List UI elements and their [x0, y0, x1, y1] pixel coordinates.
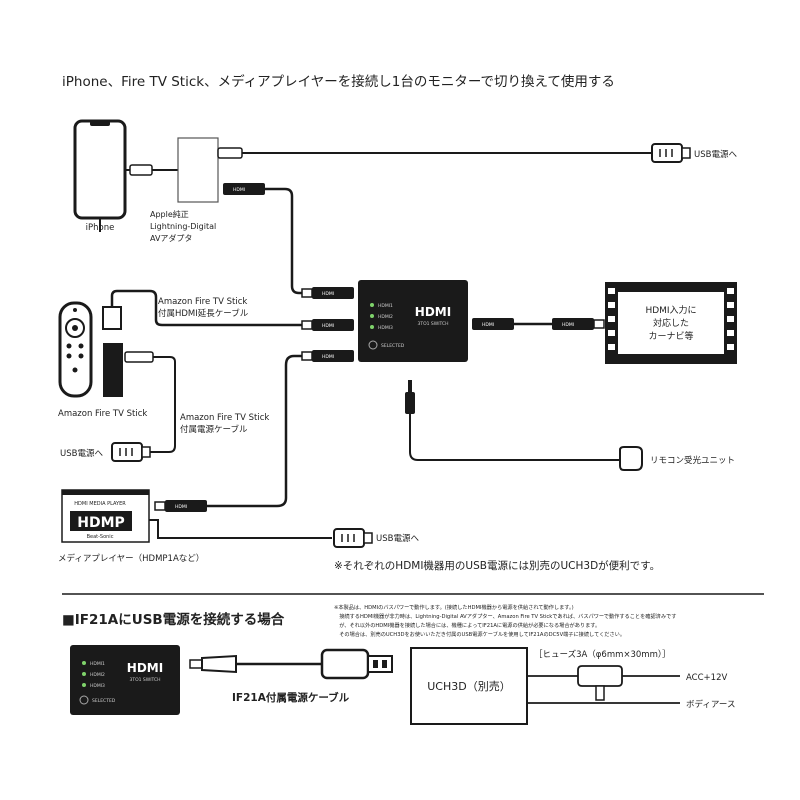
media-player — [61, 489, 150, 543]
usb-plug-fire — [111, 442, 151, 462]
switch-in3: HDMI3 — [378, 325, 393, 331]
usb-power-2: USB電源へ — [60, 449, 103, 459]
fine-print-4: その場合は、別売のUCH3Dをお使いいただき付属のUSB電源ケーブルを使用してI… — [334, 630, 625, 638]
fire-power-cable-2: 付属電源ケーブル — [180, 424, 248, 435]
switch-small-in3: HDMI3 — [90, 683, 105, 689]
hdmi-plug-label: HDMI — [233, 187, 245, 193]
adapter-usb-plug — [217, 147, 243, 159]
adapter-label-1: Apple純正 — [150, 209, 189, 219]
fire-remote — [58, 301, 93, 398]
hdmi-plug-label: HDMI — [562, 322, 574, 328]
uch3d-box — [410, 647, 528, 725]
monitor-label-2: 対応した — [653, 317, 689, 329]
switch-sub: 3TO1 SWITCH — [417, 321, 448, 327]
switch-in1: HDMI1 — [378, 303, 393, 309]
hdmi-switch-small — [70, 645, 180, 715]
usb-plug-media — [333, 528, 373, 548]
media-player-logo: HDMP — [77, 515, 125, 531]
fire-stick-label: Amazon Fire TV Stick — [58, 409, 147, 419]
fire-stick — [102, 306, 123, 397]
switch-small-selected: SELECTED — [92, 698, 116, 704]
monitor-label-3: カーナビ等 — [648, 330, 693, 342]
lightning-plug — [129, 164, 153, 176]
uch3d-label: UCH3D（別売） — [427, 680, 510, 693]
fine-print-1: ※本製品は、HDMIのバスパワーで動作します。(接続したHDMI機器から電源を供… — [334, 603, 574, 611]
acc-label: ACC+12V — [686, 673, 727, 683]
fine-print-3: が、それ以外のHDMI機器を接続した場合には、機種によってIF21Aに電源の供給… — [334, 621, 600, 629]
hdmi-switch — [358, 280, 468, 362]
fire-hdmi-cable-2: 付属HDMI延長ケーブル — [158, 308, 249, 319]
remote-unit-label: リモコン受光ユニット — [650, 455, 735, 466]
hdmi-plug-label: HDMI — [175, 504, 187, 510]
usb-power-1: USB電源へ — [694, 150, 737, 160]
hdmi-plug-label: HDMI — [482, 322, 494, 328]
monitor-label-1: HDMI入力に — [645, 304, 696, 316]
adapter-label-3: AVアダプタ — [150, 233, 192, 243]
iphone — [73, 119, 127, 220]
fine-print-2: 接続するHDMI機器が非力時は、Lightning-Digital AVアダプタ… — [334, 612, 676, 620]
hdmi-plug-label: HDMI — [322, 291, 334, 297]
switch-logo: HDMI — [415, 305, 451, 319]
hdmi-cable-1 — [265, 187, 312, 295]
adapter-label-2: Lightning-Digital — [150, 222, 216, 231]
fuse-label: ［ヒューズ3A（φ6mm×30mm）］ — [534, 649, 671, 660]
section2-title: ■IF21AにUSB電源を接続する場合 — [62, 611, 285, 628]
fire-power-cable — [150, 356, 176, 453]
media-player-brand: Beat-Sonic — [87, 534, 114, 540]
switch-in2: HDMI2 — [378, 314, 393, 320]
hdmi-cable-2 — [110, 289, 312, 327]
usb-note: ※それぞれのHDMI機器用のUSB電源には別売のUCH3Dが便利です。 — [334, 559, 660, 572]
usb-power-3: USB電源へ — [376, 534, 419, 544]
page-title: iPhone、Fire TV Stick、メディアプレイヤーを接続し1台のモニタ… — [62, 73, 615, 90]
fuse-holder — [527, 665, 680, 704]
switch-small-sub: 3TO1 SWITCH — [129, 677, 160, 683]
hdmi-cable-3 — [207, 354, 312, 508]
hdmi-plug-label: HDMI — [322, 354, 334, 360]
hdmi-out-cable — [472, 318, 605, 330]
fire-hdmi-cable-1: Amazon Fire TV Stick — [158, 297, 247, 307]
media-player-label: メディアプレイヤー（HDMP1Aなど） — [58, 553, 204, 564]
adapter-hdmi-plug — [223, 183, 265, 195]
av-adapter — [177, 137, 219, 203]
monitor — [605, 282, 737, 364]
switch-small-in2: HDMI2 — [90, 672, 105, 678]
switch-selected: SELECTED — [381, 343, 405, 349]
fire-power-cable-1: Amazon Fire TV Stick — [180, 413, 269, 423]
fire-power-plug — [124, 351, 154, 363]
remote-receiver-cable — [405, 380, 643, 471]
switch-small-logo: HDMI — [127, 661, 163, 675]
hdmi-plug-label: HDMI — [322, 323, 334, 329]
media-usb-cable — [149, 519, 332, 539]
cable-label: IF21A付属電源ケーブル — [232, 691, 350, 704]
usb-plug-top — [651, 143, 691, 163]
switch-small-in1: HDMI1 — [90, 661, 105, 667]
dc-power-cable — [189, 648, 393, 680]
body-earth-label: ボディアース — [686, 699, 735, 710]
media-player-top: HDMI MEDIA PLAYER — [74, 501, 126, 507]
